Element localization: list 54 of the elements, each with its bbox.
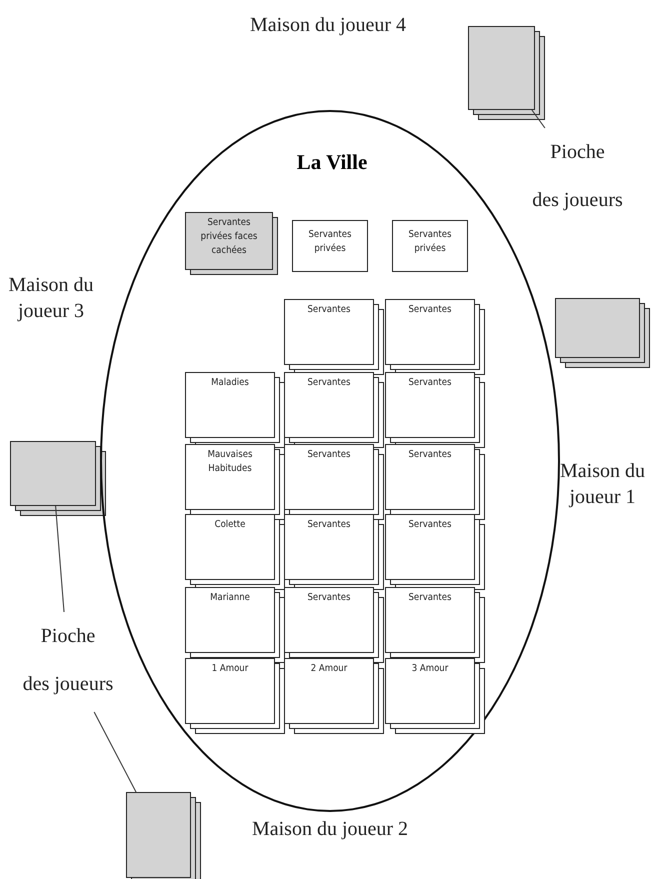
- card-label: Servantes: [408, 303, 452, 317]
- card-stack: [385, 372, 485, 448]
- card-label: 1 Amour: [210, 662, 250, 676]
- card-label: Servantes: [408, 376, 452, 390]
- player-house-label: Maison du joueur 1: [559, 459, 646, 510]
- card-stack: [385, 587, 485, 663]
- card-stack: [185, 212, 278, 275]
- area-title: La Ville: [296, 150, 368, 175]
- card-label: Colette: [214, 518, 246, 532]
- card-deck: [468, 26, 545, 120]
- card-label: Servantes: [408, 591, 452, 605]
- deck-caption: Pioche des joueurs: [18, 612, 118, 712]
- card-label: Servantes privées: [308, 228, 352, 256]
- card-label: Servantes privées faces cachées: [200, 216, 258, 258]
- card-stack: [185, 372, 285, 448]
- leader-line: [531, 110, 546, 128]
- card-stack: [292, 220, 368, 272]
- card-stack: [185, 658, 285, 734]
- card-stack: [284, 444, 384, 520]
- player-house-label: Maison du joueur 3: [8, 273, 94, 324]
- card-stack: [284, 514, 384, 590]
- card-deck: [555, 298, 650, 368]
- card-label: Servantes: [306, 448, 352, 462]
- card-label: Servantes: [408, 448, 452, 462]
- card-stack: [185, 514, 285, 590]
- leader-line: [55, 506, 65, 612]
- card-stack: [385, 444, 485, 520]
- card-stack: [284, 372, 384, 448]
- card-deck: [126, 792, 201, 879]
- card-label: Servantes: [306, 591, 352, 605]
- card-label: Marianne: [209, 591, 251, 605]
- player-house-label: Maison du joueur 4: [248, 13, 408, 38]
- player-house-label: Maison du joueur 2: [250, 817, 410, 842]
- card-stack: [284, 658, 384, 734]
- card-label: 2 Amour: [310, 662, 348, 676]
- card-label: Servantes: [408, 518, 452, 532]
- card-stack: [185, 587, 285, 663]
- card-stack: [185, 444, 285, 520]
- card-label: Mauvaises Habitudes: [206, 448, 254, 476]
- card-stack: [284, 299, 384, 375]
- leader-line: [94, 712, 136, 792]
- card-stack: [392, 220, 468, 272]
- card-deck: [10, 441, 106, 516]
- card-stack: [385, 299, 485, 375]
- deck-caption: Pioche des joueurs: [505, 128, 650, 218]
- card-stack: [385, 514, 485, 590]
- card-label: Servantes privées: [408, 228, 452, 256]
- card-stack: [284, 587, 384, 663]
- card-label: Servantes: [306, 303, 352, 317]
- card-label: Servantes: [306, 376, 352, 390]
- card-stack: [385, 658, 485, 734]
- card-label: 3 Amour: [410, 662, 450, 676]
- card-label: Maladies: [210, 376, 250, 390]
- card-label: Servantes: [306, 518, 352, 532]
